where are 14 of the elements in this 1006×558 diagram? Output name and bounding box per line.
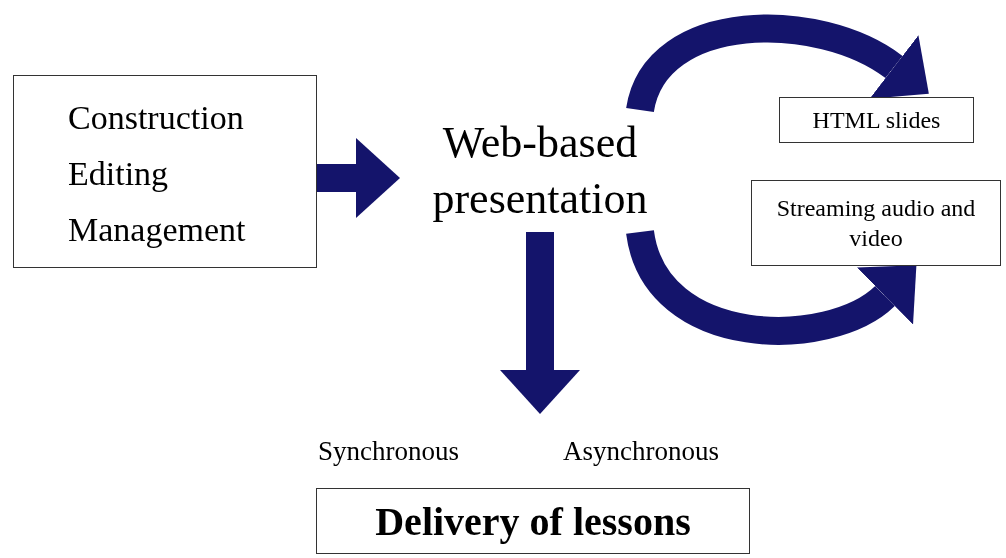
list-item-text: Management: [68, 210, 246, 250]
box-text: HTML slides: [812, 106, 941, 135]
caption-text: Asynchronous: [563, 436, 719, 467]
block-arrow: [316, 138, 400, 218]
caption-text: Synchronous: [318, 436, 459, 467]
delivery-box: Delivery of lessons: [316, 488, 750, 554]
box-text: Streaming audio and video: [775, 194, 977, 253]
process-box: [751, 180, 1001, 266]
list-item-text: Editing: [68, 154, 169, 194]
block-arrow: [500, 232, 580, 414]
process-box: [779, 97, 974, 143]
process-box: [13, 75, 317, 268]
list-item-text: Construction: [68, 98, 244, 138]
node-text: Web-based presentation: [431, 117, 649, 225]
